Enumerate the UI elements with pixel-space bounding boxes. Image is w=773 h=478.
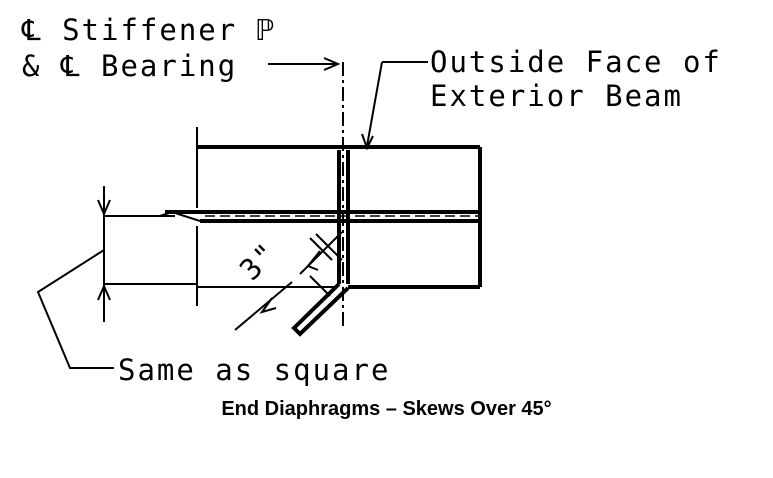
- same-as-square-dimension: [36, 186, 197, 369]
- dimension-3in: [234, 231, 343, 331]
- stiffener-plate: [337, 150, 350, 284]
- same-as-square-label: Same as square: [118, 353, 390, 387]
- outside-face-label-2: Exterior Beam: [430, 79, 683, 113]
- outside-face-label-1: Outside Face of: [430, 45, 722, 79]
- bearing-leader: [268, 57, 341, 71]
- figure-caption: End Diaphragms – Skews Over 45°: [221, 398, 552, 420]
- cl-stiffener-label: ℄ Stiffener ℙ: [21, 13, 276, 47]
- angled-plate: [291, 282, 350, 337]
- diaphragm-flange: [159, 210, 480, 223]
- outside-face-leader: [361, 61, 428, 151]
- beam-outline: [196, 127, 482, 306]
- cl-bearing-label: & ℄ Bearing: [22, 49, 237, 83]
- dimension-label: 3": [233, 235, 285, 287]
